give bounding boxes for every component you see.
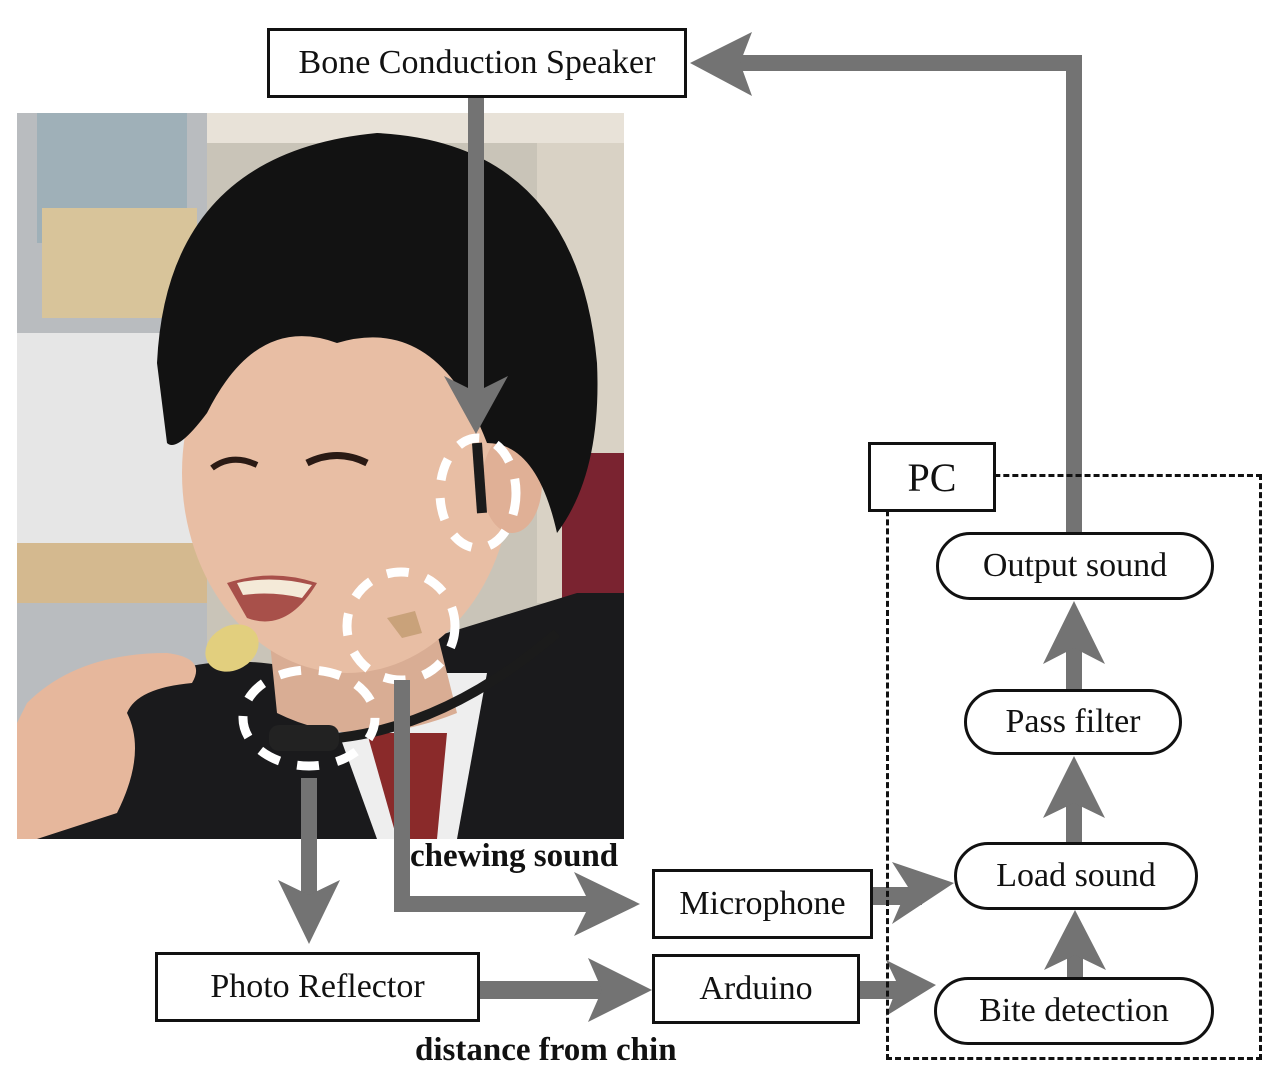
eye-left [210,456,259,471]
arrow-load-to-filter [1066,800,1082,845]
edge-label-chewing-sound: chewing sound [410,838,619,874]
arrow-head-reflector [278,880,340,944]
highlight-ear-speaker [435,433,521,553]
eye-right [305,452,369,467]
arrow-head-speaker [690,32,752,96]
highlight-chin-sensor [238,665,380,771]
arrow-head-arduino [588,958,652,1022]
hair [157,133,598,533]
arrow-head-output-up [1043,601,1105,664]
node-output-sound: Output sound [936,532,1214,600]
microphone-device [387,611,422,638]
arrow-head-bite-up [1044,910,1106,970]
arrow-mic-vertical [394,680,410,910]
desk [17,543,207,603]
arrow-head-filter-up [1043,756,1105,818]
arrow-output-to-speaker-vertical [1066,55,1082,535]
potato-chip [205,624,259,672]
node-microphone: Microphone [652,869,873,939]
subject-photo [17,113,624,839]
arrow-speaker-to-ear [468,98,484,398]
node-bite-detection: Bite detection [934,977,1214,1045]
arrow-head-ear [444,376,508,434]
arrow-reflector-to-arduino [480,981,610,999]
arrow-mic-horizontal [394,896,594,912]
edge-label-distance-from-chin: distance from chin [415,1032,677,1068]
speaker-device [472,442,487,514]
arrow-bite-to-load [1067,955,1083,980]
teeth [237,579,312,598]
arrow-filter-to-output [1066,645,1082,690]
arrow-head-load-sound [892,862,954,924]
node-pc-label: PC [868,442,996,512]
face [182,273,512,673]
node-pass-filter: Pass filter [964,689,1182,755]
arrow-output-to-speaker-horizontal [740,55,1082,71]
arrow-head-bite-detection [886,960,936,1016]
node-arduino: Arduino [652,954,860,1024]
node-load-sound: Load sound [954,842,1198,910]
pc-region [886,474,1262,1060]
hand [17,653,197,839]
photo-reflector-device [269,725,339,751]
photo-illustration [17,113,624,839]
arrow-head-microphone [574,872,640,936]
arrow-chin-to-reflector [301,778,317,898]
node-photo-reflector: Photo Reflector [155,952,480,1022]
node-bone-conduction-speaker: Bone Conduction Speaker [267,28,687,98]
